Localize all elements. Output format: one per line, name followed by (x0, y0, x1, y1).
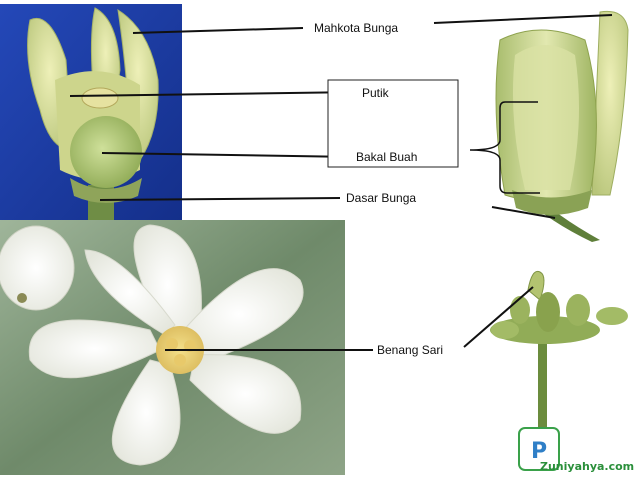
label-stamen: Benang Sari (377, 343, 443, 357)
pistil-leader (69, 91, 361, 97)
watermark-logo-letter: P (531, 439, 547, 464)
label-corolla: Mahkota Bunga (314, 21, 398, 35)
stamen-leader-right (463, 286, 534, 348)
ovary-bracket (469, 101, 540, 194)
corolla-leader-right (433, 14, 613, 24)
watermark-text: Zuniyahya.com (540, 460, 634, 473)
leader-lines (69, 14, 613, 351)
watermark-logo-icon (518, 427, 560, 471)
receptacle-leader (99, 197, 341, 201)
ovary-leader (101, 152, 356, 158)
receptacle-leader-right (491, 206, 556, 219)
label-ovary: Bakal Buah (356, 150, 417, 164)
photo-flower-section (0, 4, 182, 220)
label-group-box (327, 79, 459, 168)
watermark: P Zuniyahya.com (518, 427, 634, 473)
label-pistil: Putik (362, 86, 390, 100)
label-receptacle: Dasar Bunga (346, 191, 416, 205)
corolla-leader-left (132, 27, 304, 34)
photo-stamen-section (490, 270, 628, 430)
photo-open-flower-section (0, 220, 345, 475)
photo-bud-section (495, 10, 629, 242)
